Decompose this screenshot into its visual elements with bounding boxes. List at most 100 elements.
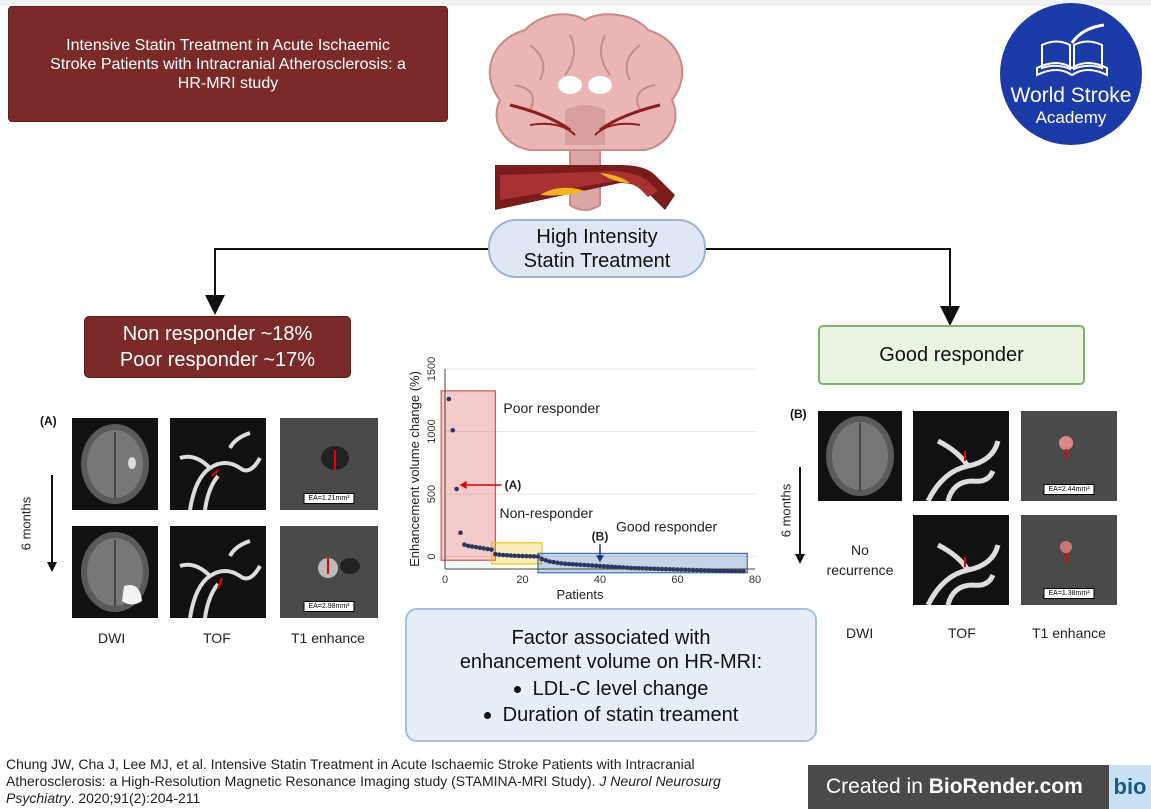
right-tof-top bbox=[913, 411, 1009, 501]
left-dwi-top bbox=[72, 418, 158, 510]
data-point bbox=[512, 553, 518, 559]
data-point bbox=[574, 562, 580, 567]
biorender-logo-icon: bio bbox=[1109, 765, 1151, 809]
y-tick-label: 0 bbox=[426, 553, 438, 559]
data-point bbox=[477, 545, 483, 551]
data-point bbox=[446, 396, 452, 402]
data-point bbox=[504, 552, 510, 558]
treatment-pill: High Intensity Statin Treatment bbox=[488, 219, 706, 278]
data-point bbox=[469, 544, 475, 549]
data-point bbox=[454, 486, 459, 492]
data-point bbox=[613, 564, 618, 570]
logo-line1: World Stroke bbox=[1010, 84, 1132, 107]
data-point bbox=[593, 563, 599, 569]
biorender-prefix: Created in bbox=[826, 775, 929, 798]
no-recurrence-line2: recurrence bbox=[826, 562, 894, 578]
region-label: Good responder bbox=[616, 519, 718, 535]
data-point bbox=[516, 553, 521, 559]
right-caption-t1: T1 enhance bbox=[1032, 625, 1106, 641]
good-responder-label: Good responder bbox=[879, 343, 1024, 366]
data-point bbox=[458, 530, 463, 536]
no-recurrence-label: No recurrence bbox=[820, 540, 900, 580]
right-caption-tof: TOF bbox=[948, 625, 976, 641]
data-point bbox=[465, 543, 471, 549]
citation-journal: J Neurol Neurosurg Psychiatry bbox=[6, 773, 721, 806]
world-stroke-academy-logo: World Stroke Academy bbox=[1000, 3, 1142, 145]
region-good-responder bbox=[537, 552, 748, 574]
annotation-b-arrowhead bbox=[596, 555, 604, 563]
x-axis-label: Patients bbox=[557, 587, 604, 602]
region-label: Poor responder bbox=[503, 400, 600, 416]
x-tick-label: 80 bbox=[749, 574, 761, 586]
left-caption-dwi: DWI bbox=[98, 630, 126, 646]
left-t1-bottom: EA=2.98mm² bbox=[280, 526, 378, 618]
data-point bbox=[717, 568, 723, 574]
non-responder-box: Non responder ~18% Poor responder ~17% bbox=[84, 316, 351, 378]
logo-line2: Academy bbox=[1035, 108, 1107, 127]
data-point bbox=[729, 568, 735, 574]
data-point bbox=[601, 563, 607, 569]
right-duration-label: 6 months bbox=[778, 483, 794, 538]
citation-text: Chung JW, Cha J, Lee MJ, et al. Intensiv… bbox=[6, 756, 695, 789]
data-point bbox=[566, 561, 572, 567]
left-tof-bottom bbox=[170, 526, 266, 618]
right-t1-bottom: EA=1.38mm² bbox=[1021, 515, 1117, 605]
data-point bbox=[721, 568, 727, 574]
factor-heading-line2: enhancement volume on HR-MRI: bbox=[459, 651, 763, 673]
data-point bbox=[586, 562, 591, 568]
left-dwi-bottom bbox=[72, 526, 158, 618]
data-point bbox=[520, 553, 525, 559]
data-point bbox=[558, 561, 564, 566]
data-point bbox=[617, 564, 622, 570]
data-point bbox=[640, 566, 645, 571]
left-caption-t1: T1 enhance bbox=[291, 630, 365, 646]
data-point bbox=[493, 551, 498, 557]
data-point bbox=[543, 557, 549, 563]
data-point bbox=[589, 563, 595, 568]
data-point bbox=[547, 559, 552, 564]
biorender-text: Created in BioRender.com bbox=[808, 775, 1083, 799]
data-point bbox=[562, 561, 568, 567]
data-point bbox=[578, 562, 583, 568]
x-tick-label: 0 bbox=[442, 574, 448, 586]
factor-item-label: LDL-C level change bbox=[532, 678, 709, 700]
left-t1-top: EA=1.21mm² bbox=[280, 418, 378, 510]
citation: Chung JW, Cha J, Lee MJ, et al. Intensiv… bbox=[6, 756, 766, 807]
brain-icon bbox=[488, 13, 684, 211]
x-tick-label: 60 bbox=[671, 574, 683, 586]
annotation-a-arrowhead bbox=[459, 481, 467, 489]
y-tick-label: 500 bbox=[426, 485, 438, 503]
biorender-badge[interactable]: Created in BioRender.com bio bbox=[808, 765, 1151, 809]
title-box: Intensive Statin Treatment in Acute Isch… bbox=[8, 6, 448, 122]
factor-heading-line1: Factor associated with bbox=[511, 627, 711, 649]
arrow-to-non-responder bbox=[205, 248, 488, 315]
right-tof-bottom bbox=[913, 515, 1009, 605]
data-point bbox=[609, 564, 614, 570]
factor-box: Factor associated with enhancement volum… bbox=[405, 608, 817, 742]
citation-ref: . 2020;91(2):204-211 bbox=[70, 790, 201, 806]
title-text: Intensive Statin Treatment in Acute Isch… bbox=[50, 36, 406, 92]
data-point bbox=[524, 553, 529, 559]
data-point bbox=[527, 553, 533, 559]
arrow-to-good-responder bbox=[706, 248, 960, 326]
bullet-icon bbox=[513, 686, 521, 694]
data-point bbox=[733, 568, 738, 574]
left-duration-arrow bbox=[47, 475, 57, 572]
right-duration-arrow bbox=[795, 467, 805, 564]
annotation-a-label: (A) bbox=[505, 478, 522, 492]
biorender-brand: BioRender.com bbox=[928, 775, 1083, 798]
data-point bbox=[570, 561, 576, 567]
region-label: Non-responder bbox=[500, 505, 594, 521]
bullet-icon bbox=[483, 712, 491, 720]
data-point bbox=[489, 547, 494, 552]
annotation-b-label: (B) bbox=[592, 529, 609, 543]
book-icon bbox=[1036, 23, 1108, 77]
brain-artery-illustration bbox=[488, 13, 684, 211]
no-recurrence-line1: No bbox=[851, 542, 869, 558]
left-ea-top: EA=1.21mm² bbox=[303, 493, 355, 504]
factor-item-label: Duration of statin treament bbox=[502, 704, 739, 726]
data-point bbox=[462, 542, 467, 547]
right-dwi-top bbox=[818, 411, 902, 501]
panel-b-letter: (B) bbox=[790, 407, 807, 421]
